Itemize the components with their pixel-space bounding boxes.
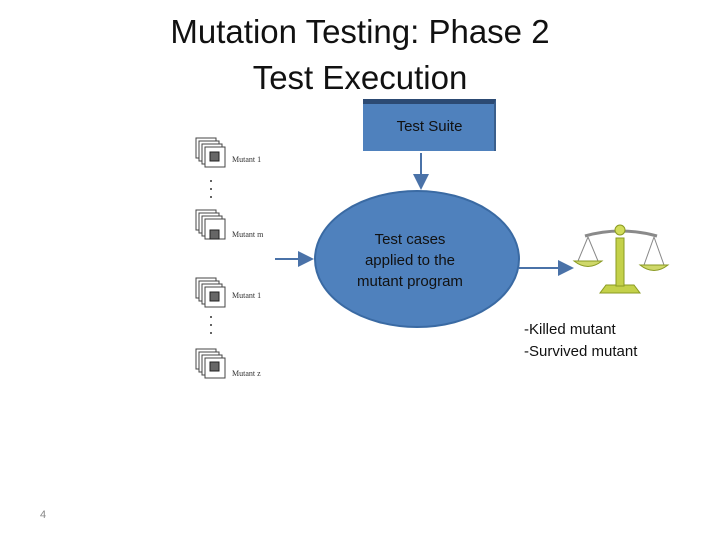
mutant-label: Mutant 1 [232,291,261,300]
mutant-stack-icon [195,137,226,168]
result-killed: -Killed mutant [524,321,616,338]
balance-scale-icon [572,224,670,294]
test-suite-box [363,99,496,151]
result-survived: -Survived mutant [524,343,638,360]
ellipse-label: Test cases applied to the mutant program [330,229,490,292]
mutant-stack-icon [195,277,226,308]
ellipse-line: mutant program [357,273,463,290]
vertical-ellipsis-icon [210,180,212,198]
slide-title-line2: Test Execution [252,59,468,96]
slide-title-line1: Mutation Testing: Phase 2 [170,13,550,50]
result-list: -Killed mutant -Survived mutant [524,319,637,363]
mutant-stack-icon [195,348,226,379]
slide-number: 4 [40,509,47,521]
ellipse-line: Test cases [374,231,446,248]
test-execution-ellipse [314,190,520,328]
mutant-label: Mutant 1 [232,155,261,164]
mutant-label: Mutant z [232,369,261,378]
mutant-label: Mutant m [232,230,264,239]
test-suite-label: Test Suite [396,118,463,135]
mutant-stack-icon [195,209,226,240]
ellipse-line: applied to the [364,252,456,269]
vertical-ellipsis-icon [210,316,212,334]
